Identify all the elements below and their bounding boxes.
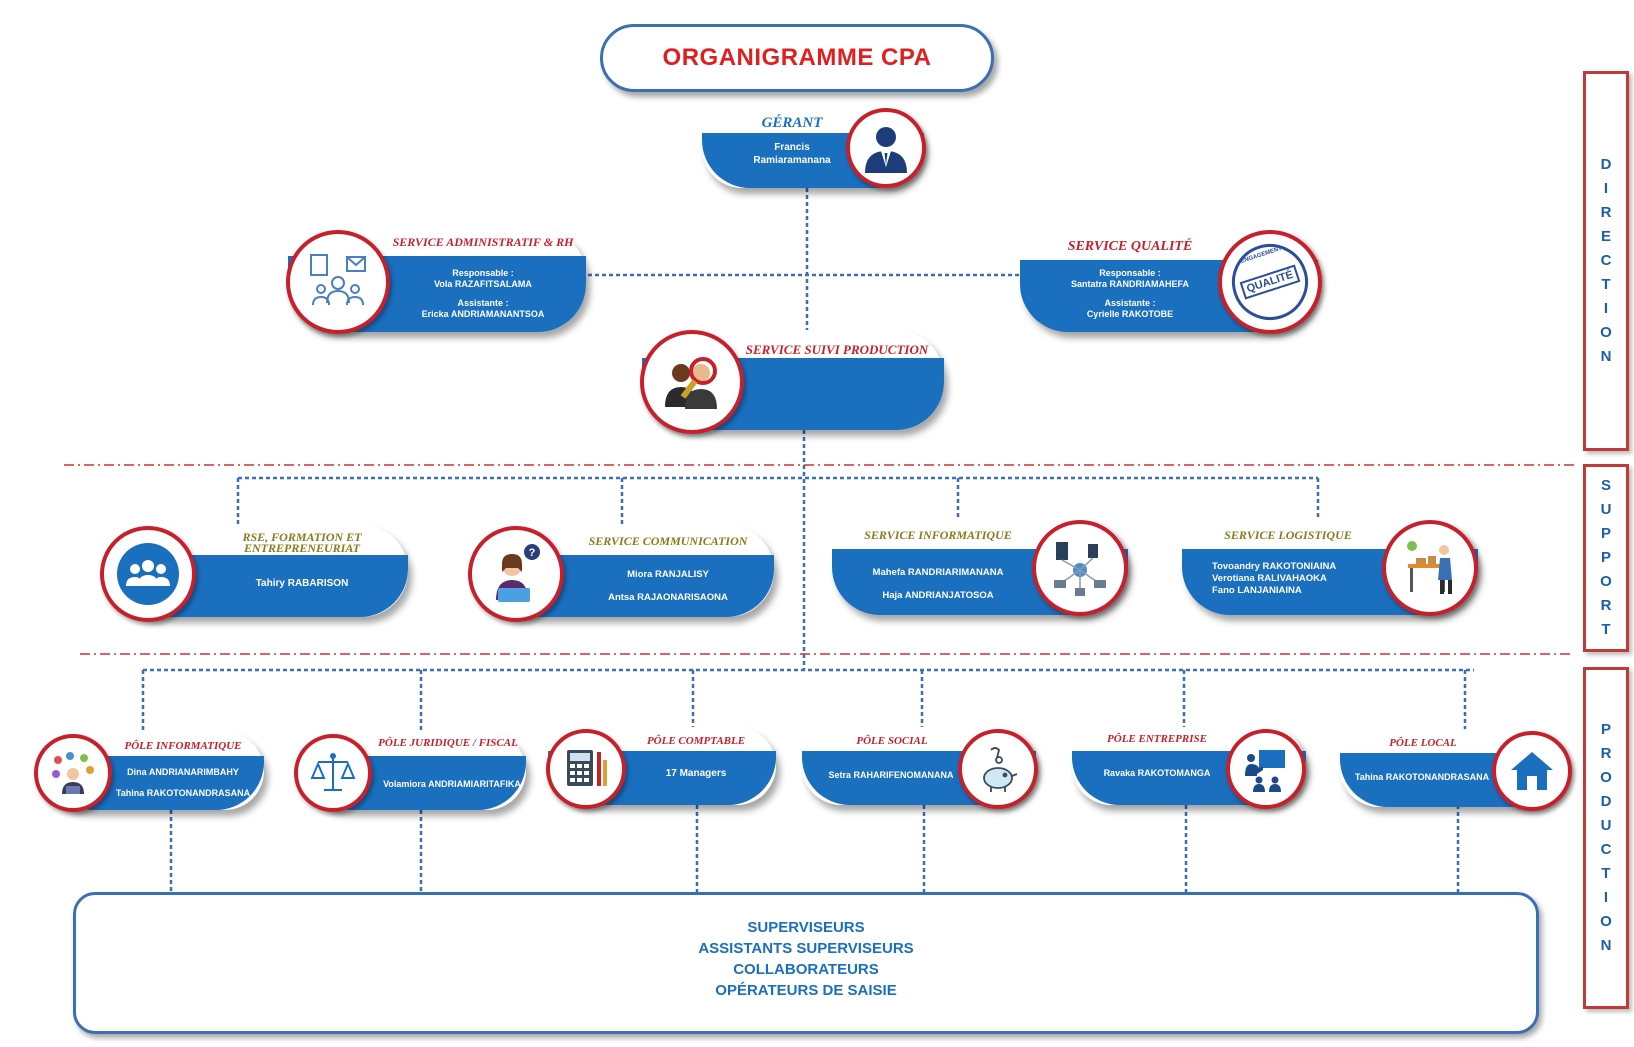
side-letter: T: [1601, 865, 1611, 882]
side-letter: T: [1601, 276, 1611, 293]
side-letter: N: [1600, 937, 1612, 954]
side-letter: I: [1603, 889, 1609, 906]
developer-icon: [34, 734, 112, 812]
bottom-staff-box: SUPERVISEURS ASSISTANTS SUPERVISEURS COL…: [73, 892, 1539, 1034]
side-label-direction: D I R E C T I O N: [1583, 71, 1629, 451]
side-letter: N: [1600, 348, 1612, 365]
side-letter: C: [1600, 841, 1612, 858]
side-letter: O: [1600, 769, 1612, 786]
node-title: SERVICE QUALITÉ: [1067, 239, 1193, 254]
side-letter: O: [1600, 573, 1612, 590]
side-letter: I: [1603, 180, 1609, 197]
documents-team-icon: [286, 230, 390, 334]
quality-stamp-icon: ENGAGEMENT QUALITÉ: [1218, 230, 1322, 334]
side-letter: T: [1601, 621, 1611, 638]
node-title: PÔLE COMPTABLE: [646, 735, 746, 747]
node-line: Volamiora ANDRIAMIARITAFIKA: [383, 779, 521, 789]
node-title: RSE, FORMATION ET ENTREPRENEURIAT: [242, 530, 362, 555]
node-line: Tovoandry RAKOTONIAINA: [1212, 561, 1337, 572]
node-title: PÔLE LOCAL: [1389, 737, 1457, 749]
node-title: GÉRANT: [761, 115, 823, 131]
node-title: PÔLE ENTREPRISE: [1107, 733, 1207, 745]
home-icon: [1492, 731, 1572, 811]
network-icon: [1032, 520, 1128, 616]
node-line: Assistante :: [1104, 298, 1156, 308]
node-title: SERVICE LOGISTIQUE: [1224, 528, 1352, 542]
node-line: Ericka ANDRIAMANANTSOA: [421, 309, 545, 319]
node-title: SERVICE COMMUNICATION: [588, 534, 748, 548]
node-line: Tahina RAKOTONANDRASANA: [115, 788, 251, 798]
node-line: Santatra RANDRIAMAHEFA: [1070, 279, 1189, 289]
node-title: PÔLE JURIDIQUE / FISCAL: [378, 737, 518, 749]
chart-title-box: ORGANIGRAMME CPA: [600, 24, 994, 92]
side-letter: D: [1600, 156, 1612, 173]
node-title: PÔLE SOCIAL: [856, 735, 928, 747]
stamp-text: QUALITÉ: [1239, 264, 1301, 300]
side-letter: E: [1600, 228, 1611, 245]
node-title: SERVICE ADMINISTRATIF & RH: [392, 235, 574, 249]
side-letter: O: [1600, 324, 1612, 341]
node-title: SERVICE INFORMATIQUE: [864, 528, 1012, 542]
node-line: Fano LANJANIAINA: [1212, 585, 1302, 596]
node-line: Cyrielle RAKOTOBE: [1086, 309, 1174, 319]
side-letter: C: [1600, 252, 1612, 269]
side-label-production: P R O D U C T I O N: [1583, 667, 1629, 1009]
node-line: Tahiry RABARISON: [255, 578, 349, 589]
node-line: 17 Managers: [665, 768, 727, 779]
node-line: Mahefa RANDRIARIMANANA: [872, 567, 1004, 578]
staff-line: COLLABORATEURS: [733, 961, 879, 978]
node-line: Tahina RAKOTONANDRASANA: [1354, 772, 1490, 782]
node-line: Verotiana RALIVAHAOKA: [1212, 573, 1327, 584]
staff-line: SUPERVISEURS: [747, 919, 865, 936]
side-letter: R: [1600, 597, 1612, 614]
node-line: Assistante :: [457, 298, 509, 308]
node-line: Responsable :: [1099, 268, 1161, 278]
node-title: PÔLE INFORMATIQUE: [124, 740, 242, 752]
side-letter: S: [1600, 477, 1611, 494]
chart-title: ORGANIGRAMME CPA: [662, 44, 932, 71]
side-label-support: S U P P O R T: [1583, 464, 1629, 652]
node-line: Francis: [774, 142, 810, 153]
node-line: Setra RAHARIFENOMANANA: [828, 770, 954, 780]
node-line: Antsa RAJAONARISAONA: [608, 592, 728, 603]
side-letter: P: [1600, 549, 1611, 566]
side-letter: I: [1603, 300, 1609, 317]
scales-icon: [294, 734, 372, 812]
node-line: Miora RANJALISY: [627, 569, 709, 580]
calculator-icon: [546, 729, 626, 809]
node-line: Responsable :: [452, 268, 514, 278]
side-letter: P: [1600, 721, 1611, 738]
node-line: Ramiaramanana: [753, 155, 831, 166]
businessman-icon: [846, 108, 926, 188]
side-letter: R: [1600, 204, 1612, 221]
side-letter: U: [1600, 817, 1612, 834]
side-letter: D: [1600, 793, 1612, 810]
staff-line: OPÉRATEURS DE SAISIE: [715, 982, 897, 999]
node-line: Dina ANDRIANARIMBAHY: [127, 767, 239, 777]
svg-text:?: ?: [529, 547, 536, 559]
piggy-bank-icon: [958, 729, 1038, 809]
side-letter: R: [1600, 745, 1612, 762]
desk-worker-icon: [1382, 520, 1478, 616]
side-letter: O: [1600, 913, 1612, 930]
node-title: SERVICE SUIVI PRODUCTION: [745, 342, 929, 357]
node-line: Ravaka RAKOTOMANGA: [1103, 768, 1211, 778]
side-letter: U: [1600, 501, 1612, 518]
support-agent-icon: ?: [468, 526, 564, 622]
node-line: Vola RAZAFITSALAMA: [434, 279, 532, 289]
node-line: Haja ANDRIANJATOSOA: [882, 590, 994, 601]
presentation-icon: [1226, 729, 1306, 809]
side-letter: P: [1600, 525, 1611, 542]
stamp-ring-text: ENGAGEMENT: [1239, 245, 1283, 265]
group-icon: [100, 526, 196, 622]
search-people-icon: [640, 330, 744, 434]
staff-line: ASSISTANTS SUPERVISEURS: [698, 940, 914, 957]
